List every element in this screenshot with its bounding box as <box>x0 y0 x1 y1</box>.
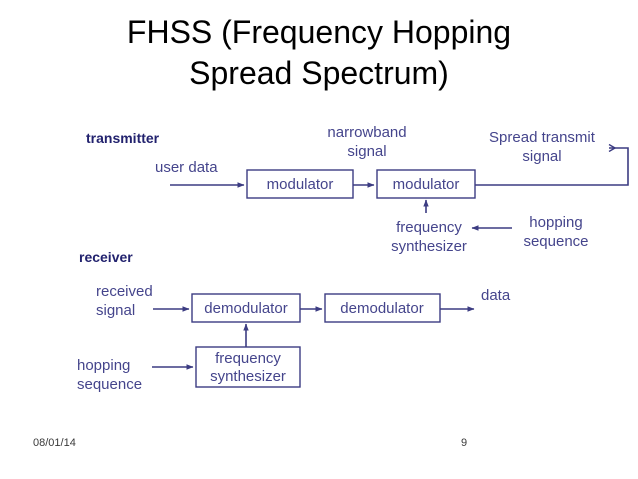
transmitter-modulator-1-label: modulator <box>267 176 334 193</box>
spread-transmit-signal-label-line-1: Spread transmit <box>489 129 596 146</box>
page-title-line-1: FHSS (Frequency Hopping <box>126 14 512 50</box>
spread-transmit-antenna-path <box>475 148 629 186</box>
receiver-demodulator-1-label: demodulator <box>204 300 287 317</box>
transmitter-hopping-sequence-label-line-2: sequence <box>523 233 588 250</box>
receiver-section-label: receiver <box>79 249 133 265</box>
narrowband-signal-label-line-1: narrowband <box>327 124 406 141</box>
receiver-data-label: data <box>481 287 511 304</box>
transmitter-modulator-2-box[interactable] <box>376 169 476 199</box>
receiver-hopping-sequence-label-line-2: sequence <box>77 376 142 393</box>
user-data-label: user data <box>155 159 218 176</box>
transmitter-section-label: transmitter <box>86 130 160 146</box>
transmitter-modulator-1-box[interactable] <box>246 169 354 199</box>
footer-page-number: 9 <box>461 437 468 449</box>
received-signal-label-line-2: signal <box>96 302 135 319</box>
transmitter-frequency-synthesizer-label-line-2: synthesizer <box>391 238 467 255</box>
transmitter-modulator-2-label: modulator <box>393 176 460 193</box>
receiver-demodulator-2-label: demodulator <box>340 300 423 317</box>
narrowband-signal-label-line-2: signal <box>347 143 386 160</box>
receiver-demodulator-2-box[interactable] <box>324 293 441 323</box>
received-signal-label-line-1: received <box>96 283 153 300</box>
receiver-frequency-synthesizer-label-line-2: synthesizer <box>210 368 286 385</box>
transmitter-frequency-synthesizer-label-line-1: frequency <box>396 219 462 236</box>
page-title: FHSS (Frequency Hopping Spread Spectrum) <box>0 12 638 94</box>
page-title-line-2: Spread Spectrum) <box>189 55 449 91</box>
receiver-demodulator-1-box[interactable] <box>191 293 301 323</box>
receiver-frequency-synthesizer-label-line-1: frequency <box>215 350 281 367</box>
receiver-hopping-sequence-label-line-1: hopping <box>77 357 130 374</box>
receiver-frequency-synthesizer-box[interactable] <box>195 346 301 388</box>
footer-date: 08/01/14 <box>33 437 76 449</box>
transmitter-hopping-sequence-label-line-1: hopping <box>529 214 582 231</box>
spread-transmit-signal-label-line-2: signal <box>522 148 561 165</box>
